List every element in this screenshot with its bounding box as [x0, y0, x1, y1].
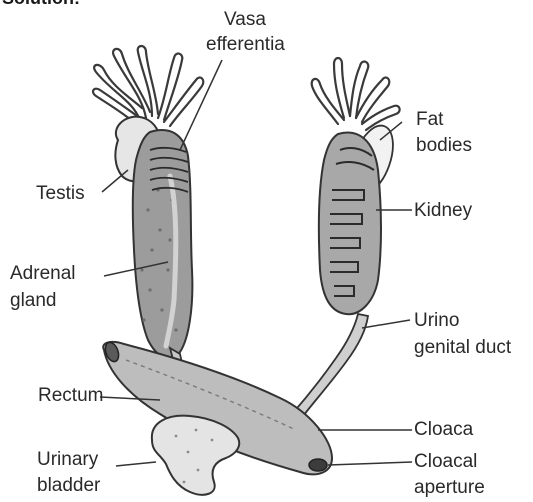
label-urino-genital-duct-line1: Urino — [414, 309, 459, 332]
cloacal-opening — [309, 459, 327, 471]
label-vasa-efferentia-line1: Vasa — [224, 8, 266, 31]
label-fat-bodies-line1: Fat — [416, 108, 443, 131]
label-kidney: Kidney — [414, 199, 472, 222]
right-fat-bodies — [312, 58, 400, 130]
label-rectum: Rectum — [38, 384, 103, 407]
label-fat-bodies-line2: bodies — [416, 134, 472, 157]
label-adrenal-gland-line2: gland — [10, 289, 57, 312]
label-cloacal-aperture-line1: Cloacal — [414, 450, 477, 473]
label-urino-genital-duct-line2: genital duct — [414, 336, 511, 359]
left-fat-bodies — [93, 46, 203, 126]
leader-urino-genital-duct — [362, 320, 410, 328]
label-testis: Testis — [36, 182, 85, 205]
leader-urinary-bladder — [116, 462, 156, 466]
label-vasa-efferentia-line2: efferentia — [206, 33, 285, 56]
label-urinary-bladder-line1: Urinary — [37, 448, 98, 471]
label-adrenal-gland-line1: Adrenal — [10, 262, 76, 285]
label-urinary-bladder-line2: bladder — [37, 474, 100, 497]
leader-cloacal-aperture — [328, 462, 412, 465]
label-cloacal-aperture-line2: aperture — [414, 476, 485, 499]
left-kidney — [133, 130, 193, 359]
urinary-bladder-shape — [152, 416, 239, 495]
urino-genital-duct — [292, 314, 368, 420]
label-cloaca: Cloaca — [414, 418, 473, 441]
leader-testis — [102, 170, 128, 192]
